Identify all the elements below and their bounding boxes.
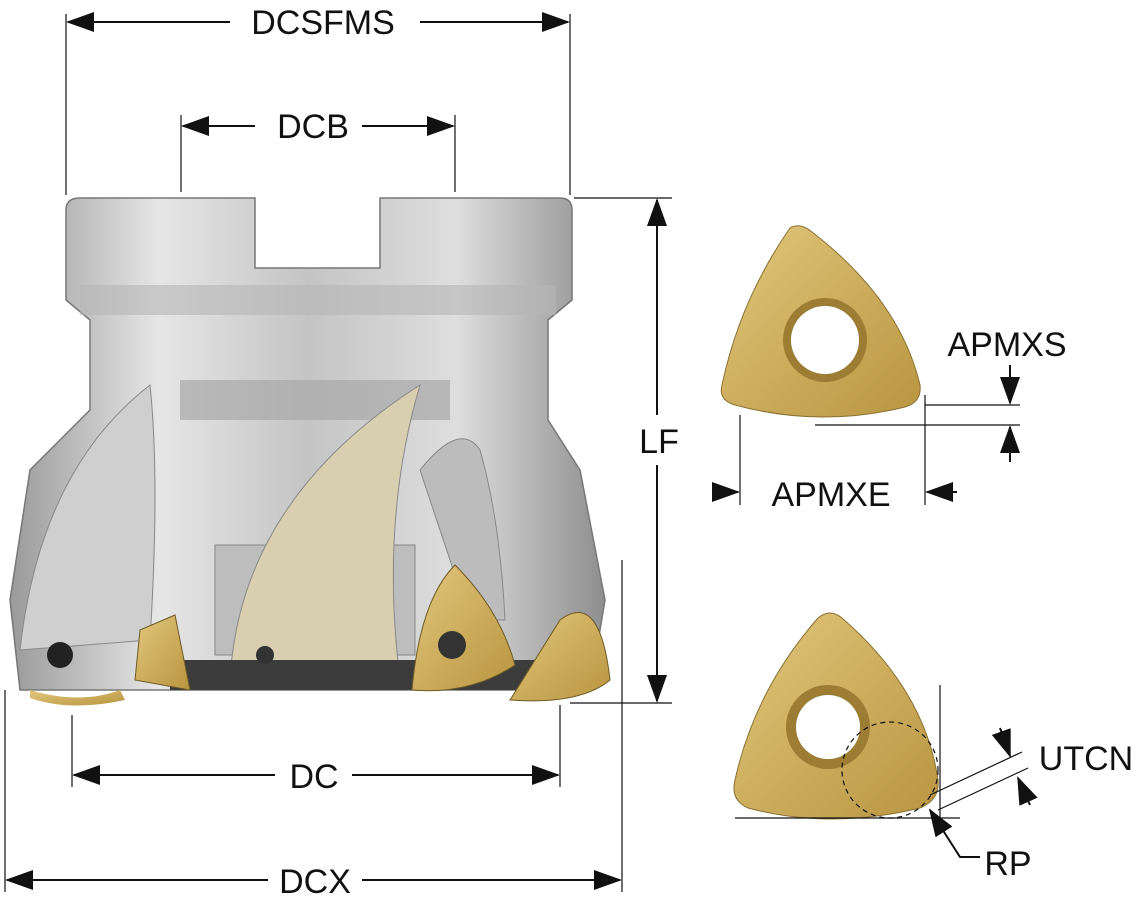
label-dc: DC — [289, 758, 338, 796]
dimension-rp: RP — [928, 808, 1032, 883]
dimension-apmxe: APMXE — [712, 395, 957, 514]
label-rp: RP — [984, 845, 1031, 883]
dimension-dc: DC — [71, 705, 561, 796]
dimension-lf: LF — [570, 197, 679, 704]
label-apmxs: APMXS — [947, 326, 1066, 364]
dimension-dcb: DCB — [180, 108, 456, 192]
dimension-dcx: DCX — [4, 560, 623, 901]
label-utcn: UTCN — [1039, 740, 1133, 778]
label-lf: LF — [639, 423, 679, 461]
insert-top-view-2 — [733, 612, 960, 820]
milling-cutter-body — [9, 197, 611, 706]
label-apmxe: APMXE — [771, 476, 890, 514]
dimension-utcn: UTCN — [929, 727, 1133, 811]
label-dcsfms: DCSFMS — [251, 4, 395, 42]
dimension-dcsfms: DCSFMS — [65, 4, 571, 195]
label-dcx: DCX — [279, 863, 351, 901]
label-dcb: DCB — [277, 108, 349, 146]
insert-top-view-1 — [720, 225, 921, 418]
dimension-apmxs: APMXS — [815, 326, 1067, 462]
